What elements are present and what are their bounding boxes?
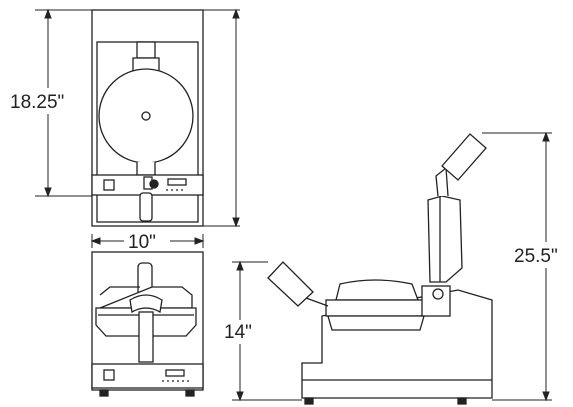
closed-height-label: 14" bbox=[224, 322, 252, 343]
front-view-foot-right bbox=[185, 389, 195, 397]
side-view-upper-grid bbox=[335, 279, 419, 301]
width-dimension-label: 10" bbox=[128, 232, 156, 253]
top-view-display bbox=[167, 178, 187, 186]
top-view-power-switch bbox=[103, 179, 115, 191]
side-view-lowered-handle bbox=[267, 261, 314, 307]
top-view-neck bbox=[136, 162, 156, 176]
top-view-knob bbox=[149, 179, 159, 189]
side-view-foot-right bbox=[457, 397, 467, 405]
depth-dimension-label: 18.25" bbox=[10, 92, 64, 113]
side-view-raised-handle bbox=[441, 133, 487, 181]
side-view-hinge-block bbox=[421, 285, 451, 317]
side-view bbox=[267, 133, 493, 405]
top-view-depth-dimension bbox=[35, 8, 240, 228]
front-view-foot-left bbox=[99, 389, 109, 397]
front-view-width-dimension bbox=[90, 234, 205, 248]
top-view-center-dot bbox=[141, 111, 151, 121]
front-view-stem bbox=[138, 311, 154, 363]
top-view-handle bbox=[139, 192, 153, 222]
side-view-lower-grid bbox=[327, 315, 425, 331]
front-view-base bbox=[91, 251, 204, 391]
top-view-knob-mount bbox=[143, 176, 153, 190]
side-view-raised-grid bbox=[427, 195, 463, 283]
front-view bbox=[91, 251, 204, 397]
side-view-hinge-pivot bbox=[432, 288, 444, 300]
side-view-grid-plate bbox=[325, 299, 425, 317]
side-view-foot-left bbox=[304, 397, 314, 405]
top-view-outline bbox=[91, 9, 204, 227]
top-view bbox=[91, 9, 204, 227]
open-height-label: 25.5" bbox=[514, 246, 558, 267]
front-view-control-panel bbox=[91, 363, 204, 389]
front-view-display bbox=[165, 369, 185, 377]
front-view-power-switch bbox=[103, 369, 115, 381]
top-view-hinge-block bbox=[136, 41, 156, 59]
front-view-hinge bbox=[129, 294, 163, 314]
side-view-raised-arm bbox=[435, 166, 449, 197]
